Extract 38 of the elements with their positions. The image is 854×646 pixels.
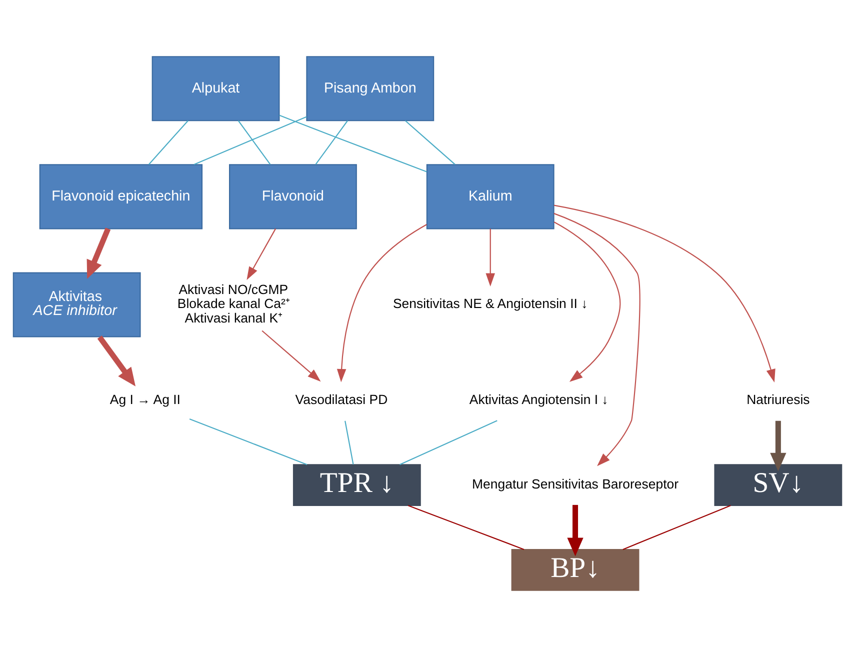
node-text: Mengatur Sensitivitas Baroreseptor [472,476,678,491]
connector [407,504,524,550]
node-box: SV↓ [714,464,842,506]
connector [622,504,730,550]
node-text: Aktivasi NO/cGMP Blokade kanal Ca²⁺ Aktivasi kanal K⁺ [176,281,289,326]
connector [278,114,426,172]
connector [188,418,307,465]
arrow [261,330,320,382]
connector [344,420,354,464]
arrow [336,224,426,382]
connector [148,120,188,164]
connector [193,116,306,165]
node-box: Alpukat [151,56,280,121]
arrow [86,227,110,278]
arrow [553,221,620,382]
node-box: BP↓ [510,548,639,590]
node-box: Flavonoid [228,164,356,229]
arrow [770,420,786,471]
node-box: Aktivitas ACE inhibitor [12,272,140,337]
node-text: Natriuresis [746,392,810,407]
node-text: Aktivitas Angiotensin I ↓ [468,392,608,407]
arrow [553,212,640,466]
node-box: TPR ↓ [292,464,420,506]
node-text: Ag I → Ag II [109,392,180,407]
arrow [566,504,583,556]
arrow [485,228,494,286]
arrow [553,204,775,382]
node-text: Vasodilatasi PD [294,392,388,407]
arrow [96,334,136,386]
node-text: Sensitivitas NE & Angiotensin II ↓ [392,296,588,311]
connector [404,120,455,164]
connector [314,120,348,164]
arrow [246,228,276,280]
node-box: Kalium [426,164,554,229]
node-box: Flavonoid epicatechin [38,164,202,229]
connector [237,120,270,164]
node-box: Pisang Ambon [306,56,434,121]
connector [399,420,497,465]
